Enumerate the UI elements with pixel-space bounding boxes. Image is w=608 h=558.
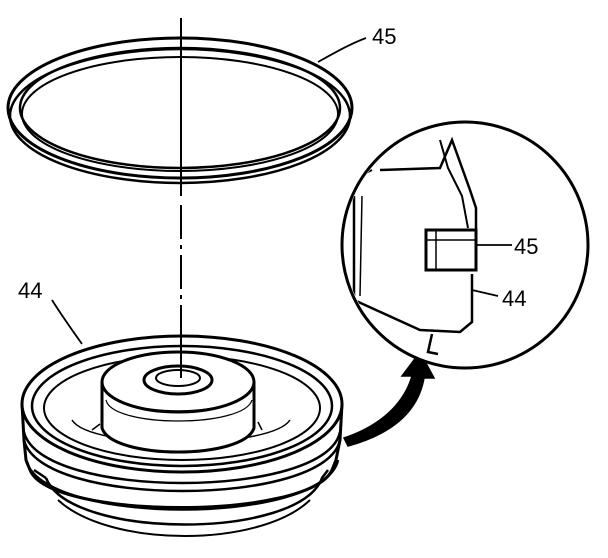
- callout-piston: 44: [18, 278, 42, 303]
- piston-44: [20, 334, 344, 537]
- leader-lines: [51, 37, 367, 345]
- detail-arrow: [342, 350, 436, 447]
- callout-detail-seal-ring: 45: [514, 234, 538, 259]
- detail-magnified-view: [340, 120, 590, 370]
- callout-seal-ring: 45: [372, 24, 396, 49]
- callout-detail-piston: 44: [502, 286, 526, 311]
